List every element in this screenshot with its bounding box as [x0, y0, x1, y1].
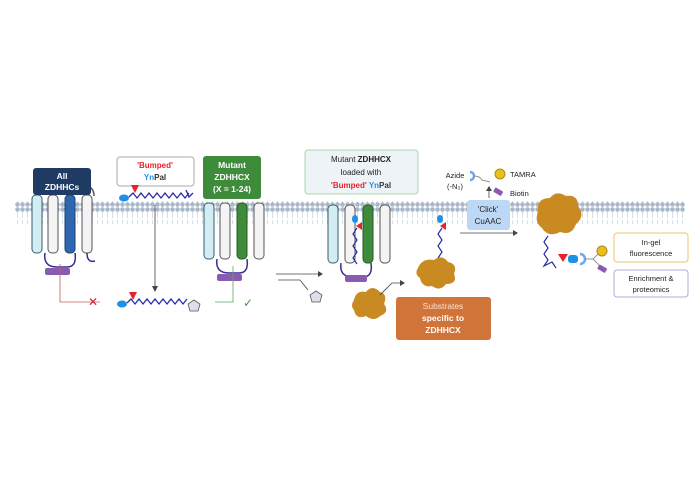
mutant-label: ZDHHCX	[214, 172, 250, 182]
coa-pentagon-icon	[309, 290, 323, 303]
enrichment-label: proteomics	[633, 285, 670, 294]
loaded-label: 'Bumped' YnPal	[331, 181, 391, 190]
substrates-box	[396, 297, 491, 340]
in-gel-label: fluorescence	[630, 249, 673, 258]
in-gel-fluorescence-box	[613, 232, 689, 263]
mutant-label: Mutant	[218, 160, 246, 170]
coa-pentagon-icon	[187, 299, 201, 312]
zdhhc-protein-all	[31, 185, 96, 275]
red-path	[59, 264, 100, 303]
click-cuaac-box	[467, 200, 510, 230]
zdhhc-protein-loaded	[327, 204, 391, 282]
all-zdhhcs-label: ZDHHCs	[45, 182, 80, 192]
enrichment-proteomics-box	[613, 269, 689, 298]
enrichment-label: Enrichment &	[628, 274, 673, 283]
azide-label: (-N₃)	[447, 182, 463, 191]
green-path	[215, 266, 234, 303]
substrates-label: Substrates	[423, 301, 464, 311]
all-zdhhcs-label: All	[57, 171, 68, 181]
biotin-icon	[493, 187, 503, 196]
tamra-icon	[494, 168, 506, 180]
bumped-ynpal-box	[116, 156, 195, 187]
labelled-protein-product	[536, 193, 608, 273]
ynpal-molecule	[119, 185, 194, 202]
substrates-label: specific to	[422, 313, 464, 323]
substrates-label: ZDHHCX	[425, 325, 461, 335]
zdhhc-protein-mutant	[203, 202, 265, 281]
in-gel-label: In-gel	[642, 238, 661, 247]
all-zdhhcs-box	[33, 168, 91, 195]
enzyme-substrate-blob	[352, 288, 387, 319]
click-label: 'Click'	[478, 205, 499, 214]
mutant-label: (X = 1-24)	[213, 184, 251, 194]
ynpal-label: YnPal	[144, 173, 166, 182]
coa-ynpal-molecule	[117, 292, 201, 312]
loaded-label: Mutant ZDHHCX	[331, 155, 392, 164]
labelled-substrate	[416, 215, 456, 289]
tamra-label: TAMRA	[510, 170, 536, 179]
click-label: CuAAC	[475, 217, 502, 226]
mutant-loaded-box	[304, 149, 419, 195]
azide-label: Azide	[446, 171, 465, 180]
no-reaction-x-icon: ✕	[88, 295, 98, 309]
dhhc-domain	[45, 268, 70, 275]
bumped-label: 'Bumped'	[137, 161, 173, 170]
mutant-zdhhcx-box	[203, 156, 261, 199]
loaded-label: loaded with	[341, 168, 381, 177]
check-icon: ✓	[243, 296, 253, 310]
azide-icon	[469, 170, 476, 182]
biotin-label: Biotin	[510, 189, 529, 198]
